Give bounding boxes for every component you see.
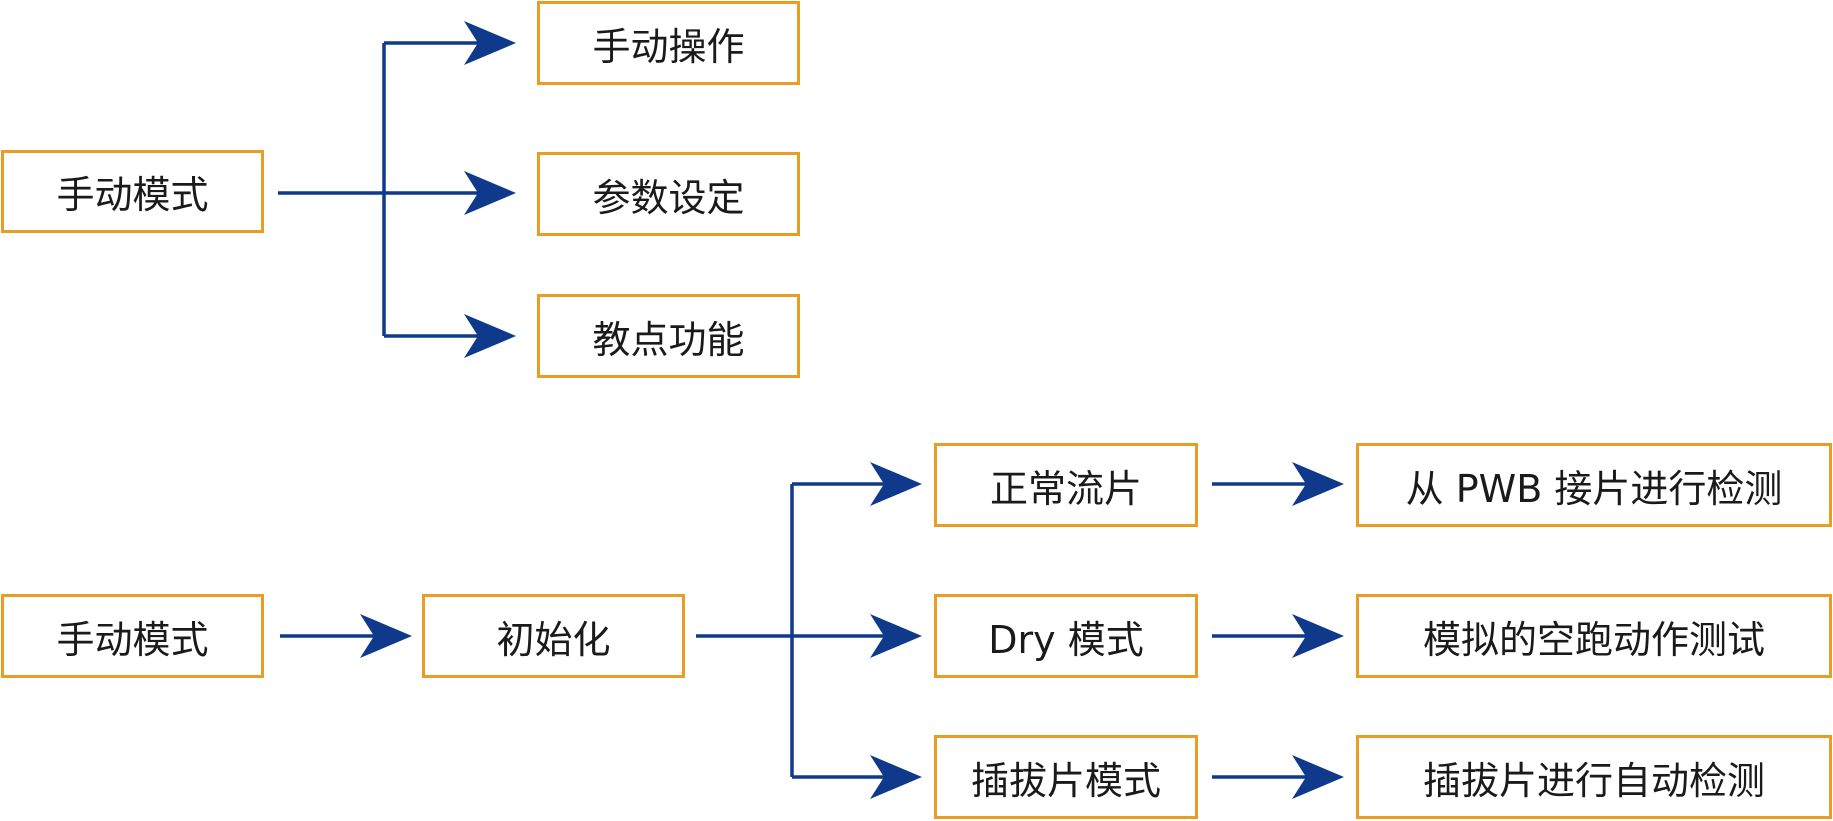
arrowhead-teach-point [464, 314, 516, 358]
arrowhead-dry-mode [870, 614, 922, 658]
box-plug-mode: 插拔片模式 [934, 735, 1198, 819]
box-result-plug-auto-detect: 插拔片进行自动检测 [1356, 735, 1832, 819]
arrowhead-manual-operation [464, 21, 516, 65]
box-result-pwb-detect: 从 PWB 接片进行检测 [1356, 443, 1832, 527]
box-manual-mode-1: 手动模式 [1, 150, 264, 233]
box-parameter-setting: 参数设定 [537, 152, 800, 236]
box-dry-mode: Dry 模式 [934, 594, 1198, 678]
arrowhead-plug-mode [870, 755, 922, 799]
box-normal-flow: 正常流片 [934, 443, 1198, 527]
box-teach-point: 教点功能 [537, 294, 800, 378]
arrowhead-result-3 [1292, 755, 1344, 799]
box-result-dry-run-test: 模拟的空跑动作测试 [1356, 594, 1832, 678]
arrowhead-normal-flow [870, 462, 922, 506]
box-manual-operation: 手动操作 [537, 1, 800, 85]
box-initialize: 初始化 [422, 594, 685, 678]
arrowhead-result-2 [1292, 614, 1344, 658]
arrowhead-init [360, 614, 412, 658]
arrowhead-parameter-setting [464, 171, 516, 215]
arrowhead-result-1 [1292, 462, 1344, 506]
box-manual-mode-2: 手动模式 [1, 594, 264, 678]
